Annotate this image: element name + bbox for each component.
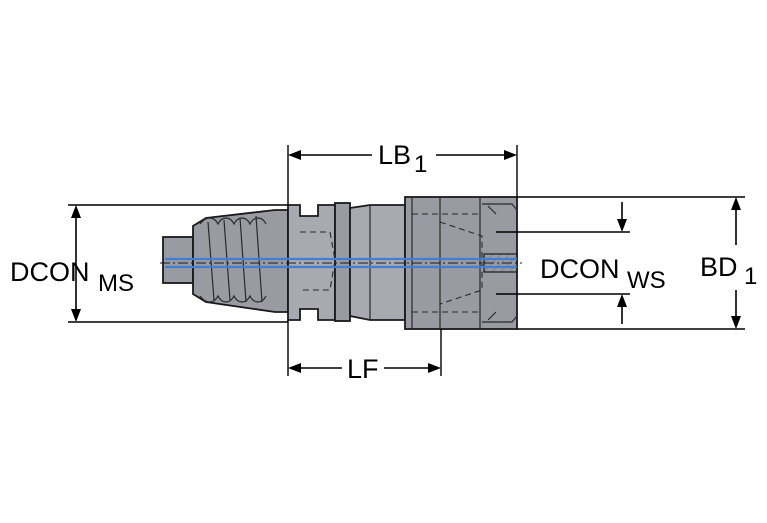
arrowhead-icon (617, 294, 627, 307)
lf-label: LF (347, 354, 379, 384)
arrowhead-icon (731, 316, 741, 329)
dimension-lf: LF (287, 320, 442, 384)
arrowhead-icon (288, 363, 301, 373)
dimension-bd1: BD 1 (517, 196, 757, 330)
flange-section (287, 202, 406, 322)
dimension-lb1: LB 1 (287, 140, 518, 205)
arrowhead-icon (731, 197, 741, 210)
coolant-channel (160, 257, 522, 269)
arrowhead-icon (617, 219, 627, 232)
arrowhead-icon (71, 205, 81, 218)
bd1-label: BD (700, 252, 738, 282)
dimension-dcon-ms: DCON MS (10, 204, 288, 323)
dimension-dcon-ws: DCON WS (496, 202, 666, 324)
arrowhead-icon (71, 309, 81, 322)
dcon-ms-subscript: MS (98, 270, 134, 297)
lb1-label: LB (378, 140, 411, 170)
threaded-shank (162, 209, 289, 313)
bd1-subscript: 1 (744, 263, 757, 290)
lb1-subscript: 1 (414, 151, 427, 178)
arrowhead-icon (504, 150, 517, 160)
arrowhead-icon (428, 363, 441, 373)
dcon-ms-label: DCON (10, 257, 90, 287)
dcon-ws-label: DCON (540, 254, 620, 284)
dcon-ws-subscript: WS (627, 267, 666, 294)
arrowhead-icon (288, 150, 301, 160)
tool-holder-body (160, 196, 522, 330)
